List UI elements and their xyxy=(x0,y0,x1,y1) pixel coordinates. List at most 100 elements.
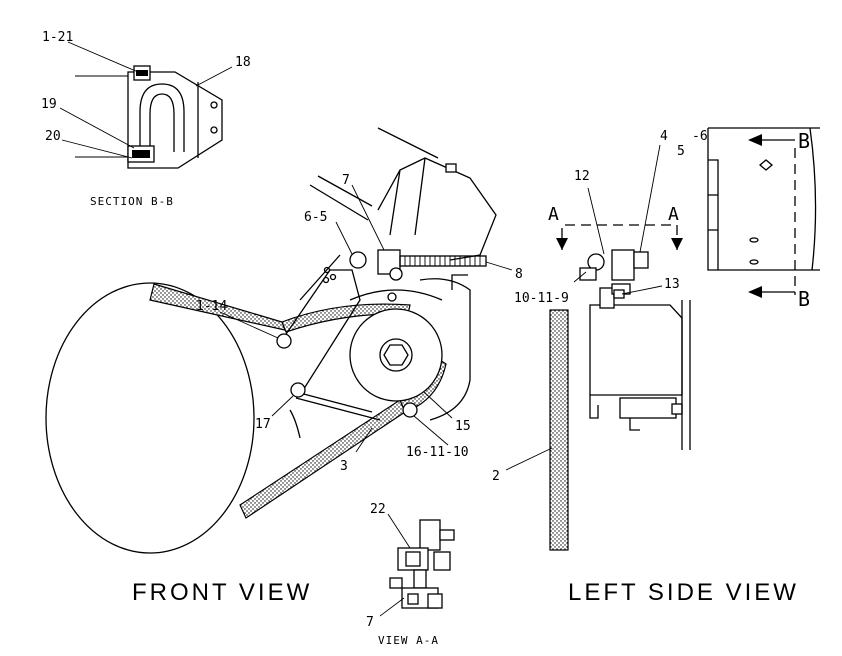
leader-2 xyxy=(505,447,553,471)
housing-ribs xyxy=(389,157,426,236)
housing-line-2 xyxy=(309,175,373,221)
panel-stud xyxy=(758,159,774,171)
panel-outline xyxy=(707,127,820,271)
u-strap-outer xyxy=(139,83,185,152)
adjust-rod-threads xyxy=(404,256,481,266)
alternator-nut xyxy=(383,344,409,366)
alternator-rear xyxy=(419,278,471,421)
foot-nut xyxy=(671,403,683,415)
caption-section-b-b: SECTION B-B xyxy=(90,195,174,208)
callout-15: 15 xyxy=(455,419,471,434)
caption-view-a-a: VIEW A-A xyxy=(378,634,439,647)
leader-17 xyxy=(271,395,294,417)
alternator-pulley xyxy=(349,308,443,402)
alternator-side-body xyxy=(589,304,683,396)
leader-1-21 xyxy=(67,41,139,73)
panel-hinge xyxy=(708,159,719,270)
leader-3 xyxy=(355,427,373,453)
callout-2: 2 xyxy=(492,469,500,484)
leader-4-5-6 xyxy=(639,144,661,253)
labels: 1-21 18 19 20 SECTION B-B 7 6-5 8 1-14 1… xyxy=(41,30,810,647)
alternator-side-foot xyxy=(619,397,677,419)
callout-1-14: 1-14 xyxy=(196,299,227,314)
arm-rivet-2 xyxy=(329,273,337,281)
callout-17: 17 xyxy=(255,417,271,432)
bolt-17-tail xyxy=(289,409,301,439)
foot-tab xyxy=(629,418,640,431)
leader-lines xyxy=(59,41,663,617)
adjust-nut xyxy=(389,267,403,281)
leader-18 xyxy=(195,66,233,87)
panel-break-line xyxy=(809,127,817,271)
callout-20: 20 xyxy=(45,129,61,144)
alternator-top-bolt xyxy=(387,292,397,302)
adjust-rod xyxy=(399,255,487,267)
detail-lower-nut xyxy=(407,593,419,605)
bolt-17 xyxy=(290,382,306,398)
callout-6: -6 xyxy=(692,129,708,144)
arm-edge xyxy=(299,254,341,301)
pivot-bolt xyxy=(349,251,367,269)
caption-front-view: FRONT VIEW xyxy=(132,579,312,606)
detail-upper-bolt xyxy=(439,529,455,541)
callout-3: 3 xyxy=(340,459,348,474)
bolt-1-14 xyxy=(276,333,292,349)
leader-13 xyxy=(621,285,663,295)
left-side-view-drawing xyxy=(549,127,820,551)
detail-side-tab xyxy=(389,577,403,589)
detail-mid-nut xyxy=(405,551,421,567)
detail-upper-block xyxy=(419,519,441,551)
alternator-hub xyxy=(379,338,413,372)
callout-16-11-10: 16-11-10 xyxy=(406,445,469,460)
alternator-side-lower xyxy=(589,395,599,419)
housing-outline xyxy=(377,157,497,261)
callout-13: 13 xyxy=(664,277,680,292)
alternator-top-edge xyxy=(349,289,443,301)
leader-20 xyxy=(61,139,133,159)
callout-1-21: 1-21 xyxy=(42,30,73,45)
clamp-block-fill xyxy=(132,150,150,158)
section-mark-a-left: A xyxy=(548,204,559,225)
arm-rivet-1 xyxy=(323,266,331,274)
leader-19 xyxy=(59,107,135,149)
front-view-drawing xyxy=(45,127,497,554)
bracket-hole-top xyxy=(210,101,218,109)
leader-22 xyxy=(387,513,411,549)
arrow-b-top xyxy=(748,134,762,146)
callout-19: 19 xyxy=(41,97,57,112)
bracket-hole-bottom xyxy=(210,126,218,134)
callout-7-bottom: 7 xyxy=(366,615,374,630)
detail-stem xyxy=(413,569,427,589)
leader-8 xyxy=(485,261,513,271)
mounting-arm xyxy=(281,269,361,396)
arrow-b-bottom xyxy=(748,286,762,298)
panel-hole-1 xyxy=(749,237,759,243)
side-adjust-nut xyxy=(633,251,649,269)
bracket-outline xyxy=(127,71,223,169)
leader-16-11-10 xyxy=(413,415,449,446)
callout-6-5: 6-5 xyxy=(304,210,327,225)
pulley-side-edge xyxy=(549,309,569,551)
side-pivot-nut xyxy=(579,267,597,281)
callout-8: 8 xyxy=(515,267,523,282)
housing-line-1 xyxy=(377,127,439,159)
section-mark-b-top: B xyxy=(798,129,810,153)
detail-lower-bolt xyxy=(427,593,443,609)
leader-1-14 xyxy=(219,311,279,339)
leader-7-top xyxy=(351,184,385,251)
callout-10-11-9: 10-11-9 xyxy=(514,291,569,306)
detail-mid-nut-2 xyxy=(433,551,451,571)
section-mark-b-bottom: B xyxy=(798,287,810,311)
leader-10-11-9 xyxy=(573,271,587,283)
panel-hole-2 xyxy=(749,259,759,265)
arm-rivet-3 xyxy=(322,276,330,284)
view-a-a-drawing xyxy=(389,519,455,609)
section-b-b-drawing xyxy=(75,65,223,169)
caption-left-side-view: LEFT SIDE VIEW xyxy=(568,579,799,606)
callout-22: 22 xyxy=(370,502,386,517)
leader-12 xyxy=(587,187,605,255)
alternator-rear-tab xyxy=(451,274,468,290)
crank-pulley xyxy=(45,282,255,554)
callout-5: 5 xyxy=(677,144,685,159)
